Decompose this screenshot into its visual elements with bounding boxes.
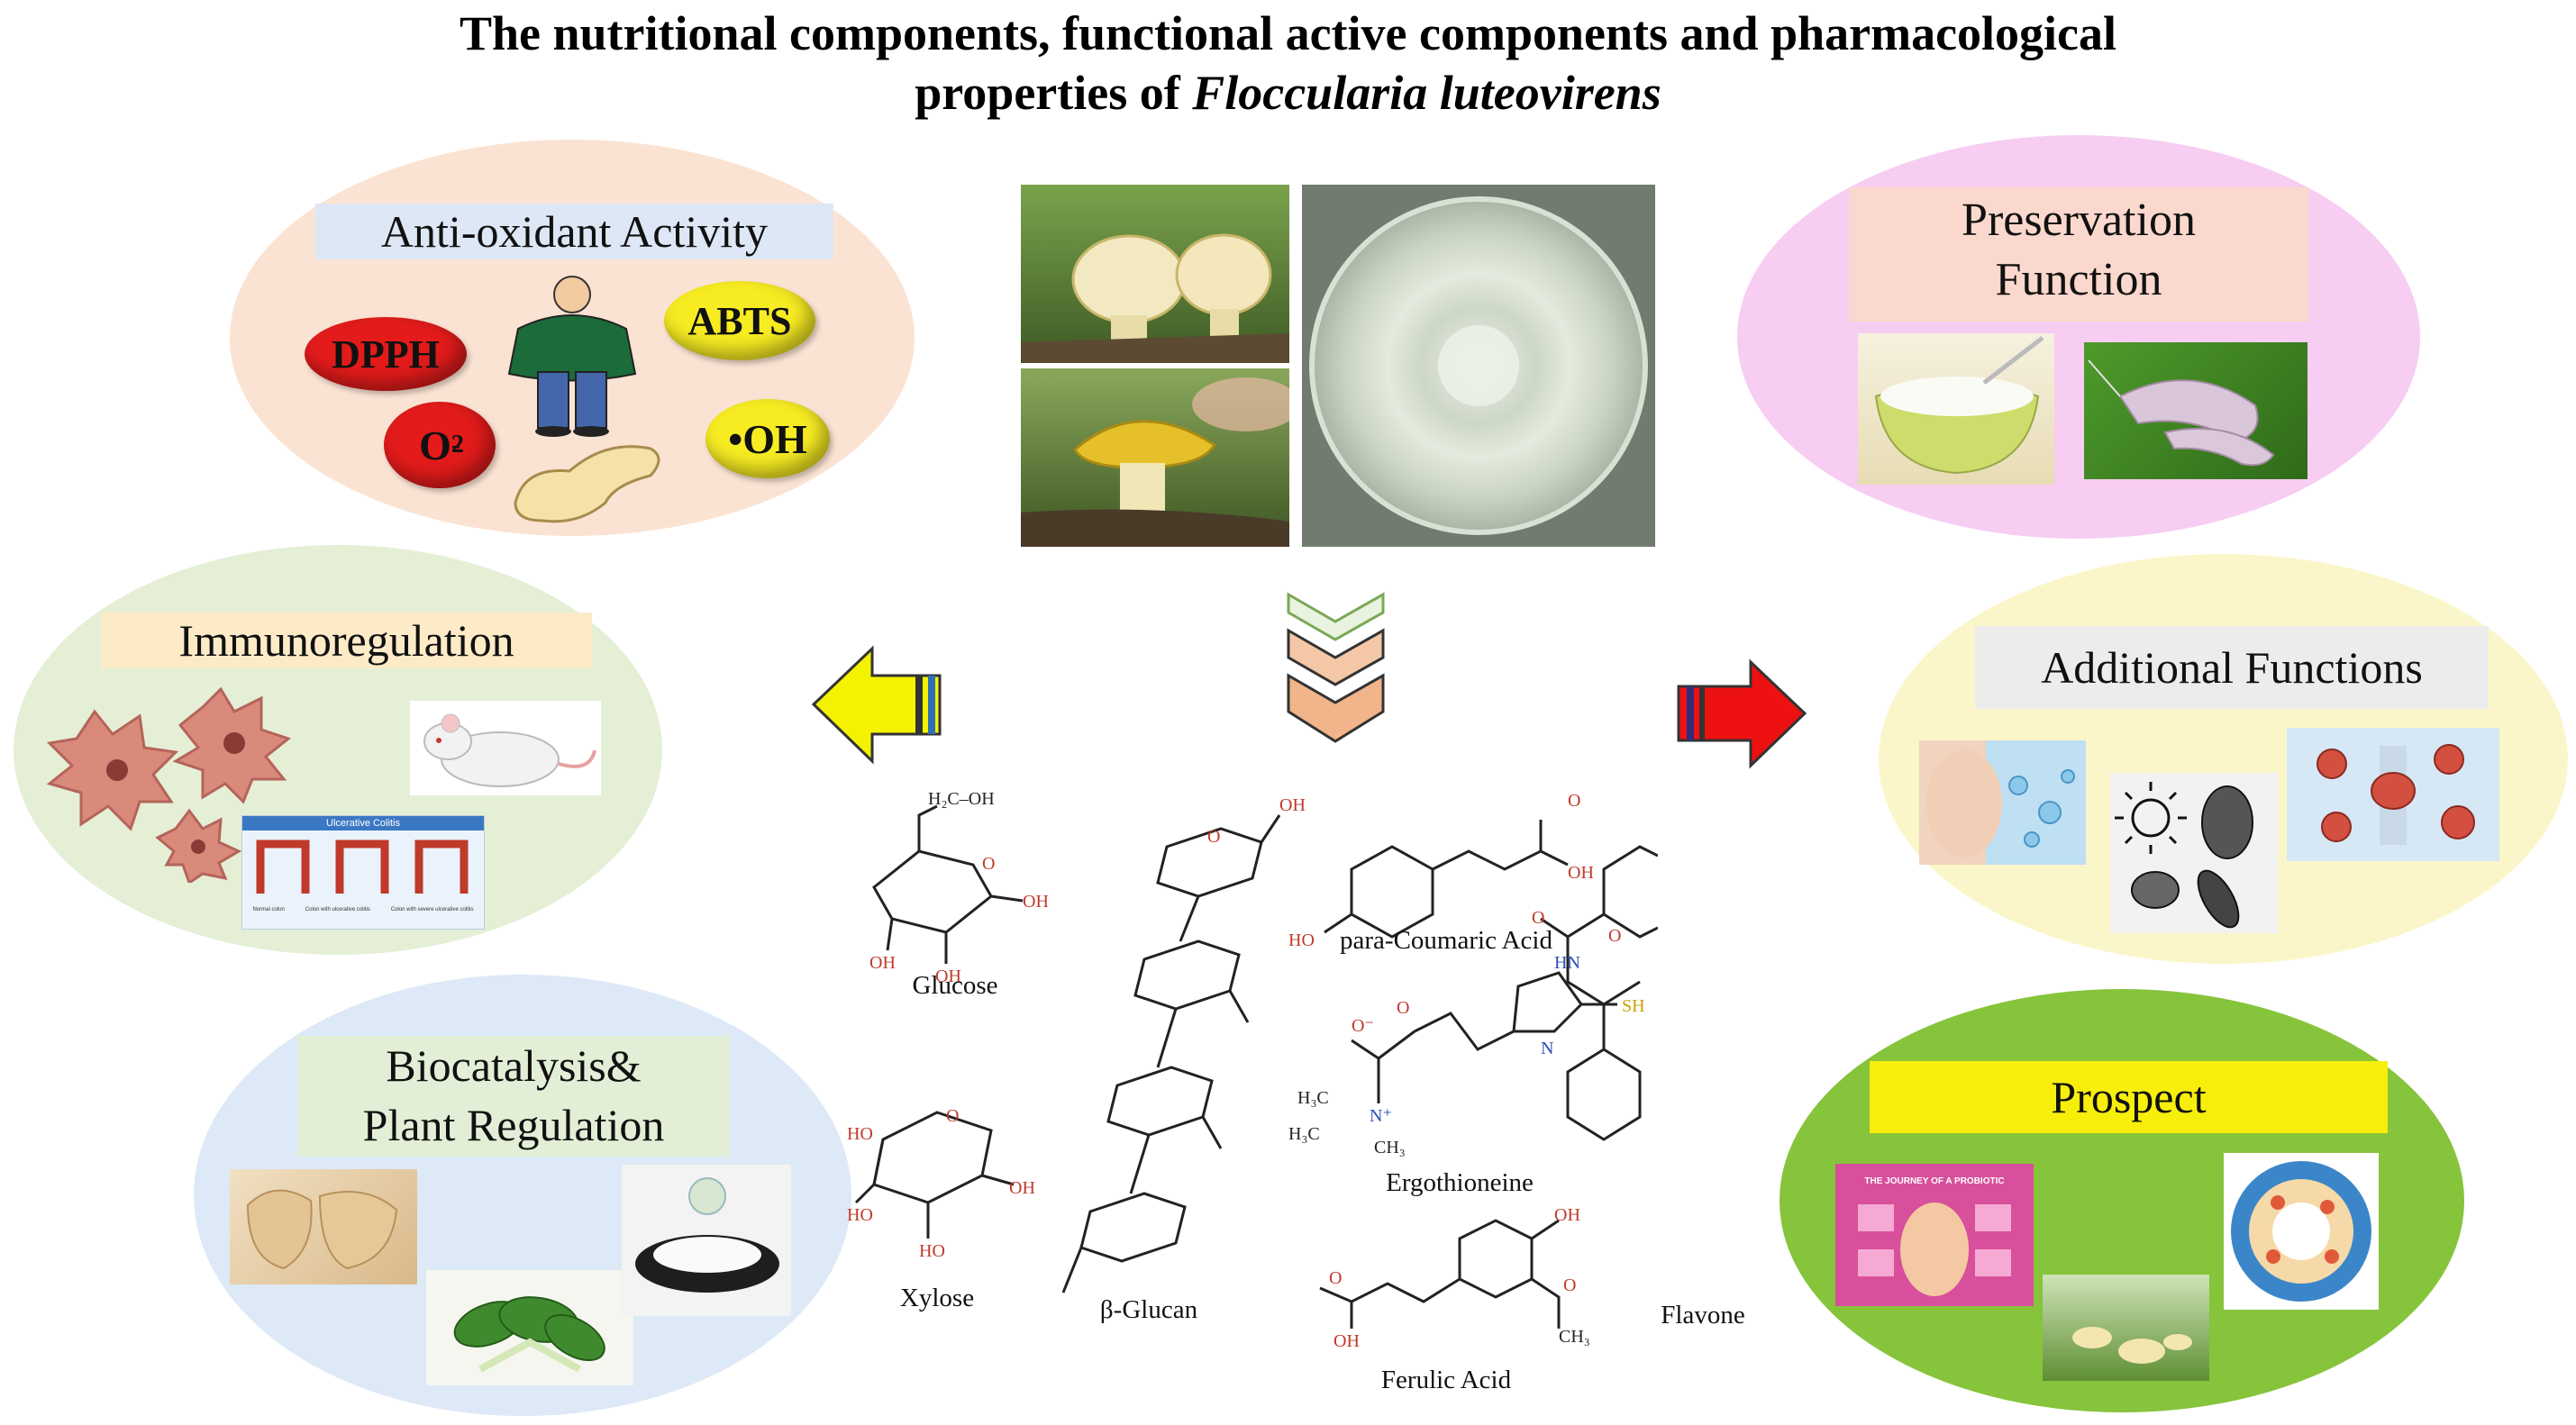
flavone-label: Flavone [1661, 1301, 1745, 1330]
prospect-label: Prospect [1870, 1061, 2388, 1133]
human-organs-photo [2287, 728, 2499, 861]
svg-text:O: O [1397, 998, 1409, 1018]
shrimp-photo [2084, 342, 2307, 479]
ulcerative-colitis-card: Ulcerative Colitis Normal colon Colon wi… [241, 815, 485, 930]
svg-text:OH: OH [1023, 892, 1049, 912]
svg-text:CH₃: CH₃ [1374, 1138, 1406, 1157]
biocatalysis-label: Biocatalysis& Plant Regulation [297, 1036, 730, 1157]
figure-title-line1: The nutritional components, functional a… [459, 6, 2117, 60]
svg-text:OH: OH [1334, 1331, 1360, 1351]
grass-mushrooms-photo [2043, 1275, 2209, 1381]
abts-badge: ABTS [664, 281, 815, 360]
glucan-label: β-Glucan [1099, 1295, 1198, 1324]
svg-text:HO: HO [1288, 930, 1315, 950]
title-species: Floccularia luteovirens [1192, 66, 1661, 120]
left-arrow-icon [811, 645, 942, 765]
colitis-caption-severe: Colon with severe ulcerative colitis [390, 907, 474, 912]
downward-chevrons-icon [1287, 592, 1385, 743]
bok-choy-photo [426, 1270, 633, 1385]
hydroxyl-radical-badge: •OH [705, 399, 830, 478]
obese-person-icon [507, 276, 637, 437]
svg-text:HN: HN [1554, 953, 1580, 973]
coumaric-acid-label: para-Coumaric Acid [1340, 926, 1552, 955]
mycelium-petri-dish-photo [1302, 185, 1655, 547]
title-prefix: properties of [915, 66, 1180, 120]
svg-text:N⁺: N⁺ [1370, 1106, 1392, 1126]
svg-text:CH₃: CH₃ [1559, 1327, 1590, 1347]
dried-mushroom-photo [230, 1169, 417, 1284]
skin-face-photo [1919, 740, 2086, 865]
svg-text:O: O [1329, 1268, 1342, 1288]
svg-text:HO: HO [847, 1205, 873, 1225]
svg-text:OH: OH [935, 967, 961, 986]
probiotic-poster-photo: THE JOURNEY OF A PROBIOTIC [1835, 1164, 2034, 1306]
svg-text:O: O [1532, 908, 1544, 928]
preservation-label-line1: Preservation [1962, 195, 2196, 246]
svg-text:OH: OH [1568, 863, 1594, 883]
microbes-photo [2110, 773, 2278, 933]
dpph-badge: DPPH [305, 317, 467, 391]
svg-text:H₃C: H₃C [1297, 1088, 1329, 1108]
antioxidant-label: Anti-oxidant Activity [315, 204, 833, 259]
svg-text:HO: HO [919, 1241, 945, 1261]
chemical-structures: O H₂C–OH OH OH OH O HO HO HO OH O OH O O… [847, 789, 1658, 1351]
svg-text:O: O [982, 854, 995, 874]
svg-text:N: N [1541, 1039, 1553, 1058]
svg-text:O: O [1207, 827, 1220, 847]
colitis-card-title: Ulcerative Colitis [242, 816, 484, 830]
biocatalysis-label-line1: Biocatalysis& [386, 1040, 642, 1091]
svg-text:OH: OH [869, 953, 896, 973]
probiotic-poster-title: THE JOURNEY OF A PROBIOTIC [1864, 1176, 2005, 1186]
svg-text:H₂C–OH: H₂C–OH [928, 789, 995, 809]
biocatalysis-label-line2: Plant Regulation [362, 1100, 665, 1150]
ferulic-acid-label: Ferulic Acid [1380, 1366, 1512, 1394]
preservation-label-line2: Function [1995, 254, 2162, 305]
svg-text:H₃C: H₃C [1288, 1124, 1320, 1144]
colon-diagrams [256, 840, 469, 894]
pancreas-icon [514, 445, 660, 523]
glucose-label: Glucose [912, 971, 998, 1000]
svg-text:OH: OH [1279, 795, 1306, 815]
immunoregulation-label: Immunoregulation [101, 613, 592, 668]
svg-text:OH: OH [1009, 1178, 1035, 1198]
mushroom-photo-bottom [1021, 368, 1289, 547]
white-powder-photo [622, 1165, 791, 1316]
yogurt-bowl-photo [1858, 333, 2054, 485]
svg-text:O⁻: O⁻ [1352, 1016, 1374, 1036]
figure-title-line2: properties of Floccularia luteovirens [0, 65, 2576, 121]
additional-label: Additional Functions [1975, 626, 2489, 709]
preservation-label: Preservation Function [1849, 187, 2308, 322]
colitis-caption-uc: Colon with ulcerative colitis [305, 907, 370, 912]
svg-text:OH: OH [1554, 1205, 1580, 1225]
mouse-photo [410, 701, 601, 795]
nutrition-wheel-photo [2224, 1153, 2379, 1310]
mushroom-photo-top [1021, 185, 1289, 363]
svg-text:O: O [1563, 1275, 1576, 1295]
immune-cells-icon [46, 686, 292, 883]
ergothioneine-label: Ergothioneine [1386, 1168, 1534, 1197]
colitis-caption-normal: Normal colon [252, 907, 285, 912]
svg-text:O: O [1608, 926, 1621, 946]
svg-text:O: O [1568, 791, 1580, 811]
svg-text:SH: SH [1622, 996, 1645, 1016]
xylose-label: Xylose [899, 1284, 975, 1312]
svg-text:HO: HO [847, 1124, 873, 1144]
svg-text:O: O [946, 1106, 959, 1126]
right-arrow-icon [1677, 658, 1807, 769]
